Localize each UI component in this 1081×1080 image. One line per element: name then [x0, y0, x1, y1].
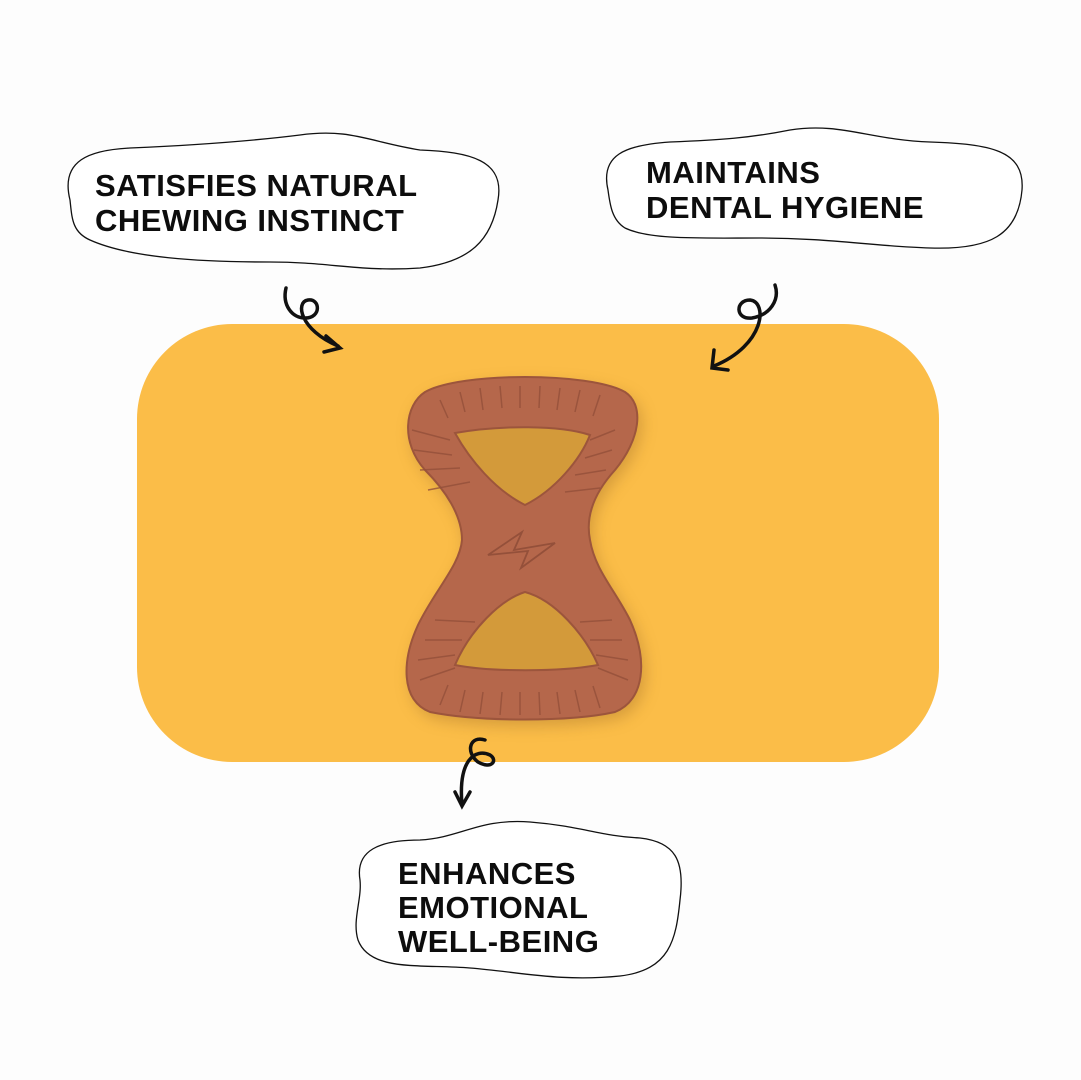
chew-toy-image [405, 376, 646, 726]
curly-arrow-icon [710, 283, 778, 372]
callout-bubble-bottom [355, 820, 682, 979]
benefit-dental-hygiene: MAINTAINS DENTAL HYGIENE [646, 155, 924, 225]
curly-arrow-icon [453, 737, 496, 810]
curly-arrow-icon [283, 286, 344, 354]
benefit-chewing-instinct: SATISFIES NATURAL CHEWING INSTINCT [95, 168, 418, 238]
benefit-emotional-wellbeing: ENHANCES EMOTIONAL WELL-BEING [398, 856, 600, 959]
callout-bubble-top-right [605, 127, 1023, 249]
lightning-bolt-logo-icon [487, 529, 556, 571]
callout-bubble-top-left [67, 132, 500, 270]
